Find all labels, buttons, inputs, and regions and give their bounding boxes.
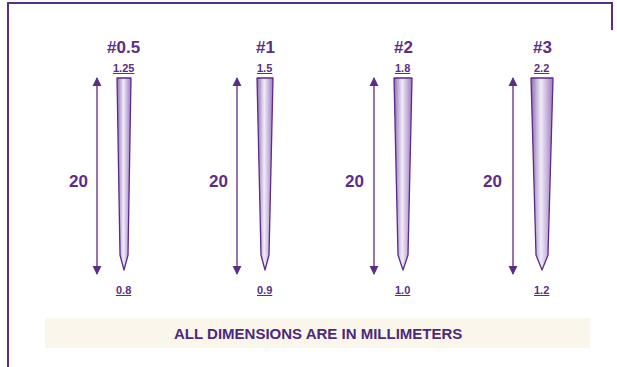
tip-diameter: 1.2	[534, 285, 549, 296]
pin	[257, 78, 273, 270]
caption: ALL DIMENSIONS ARE IN MILLIMETERS	[174, 326, 462, 341]
length-dimension: 20	[209, 173, 228, 190]
top-diameter: 2.2	[534, 63, 549, 74]
tip-diameter: 0.8	[116, 285, 131, 296]
caption-band	[45, 318, 590, 348]
dimension-arrow	[512, 78, 513, 274]
part-name: #1	[256, 39, 275, 56]
top-diameter: 1.5	[257, 63, 272, 74]
dimension-arrow	[236, 78, 237, 274]
length-dimension: 20	[69, 173, 88, 190]
pin	[394, 78, 412, 270]
part-name: #2	[394, 39, 413, 56]
dimension-arrow	[373, 78, 374, 274]
length-dimension: 20	[345, 173, 364, 190]
top-diameter: 1.8	[395, 63, 410, 74]
tip-diameter: 0.9	[257, 285, 272, 296]
frame	[8, 3, 612, 367]
dimension-arrow	[96, 78, 97, 274]
tip-diameter: 1.0	[395, 285, 410, 296]
length-dimension: 20	[483, 173, 502, 190]
top-diameter: 1.25	[113, 63, 134, 74]
part-name: #0.5	[107, 39, 140, 56]
pin	[531, 78, 553, 270]
pin	[117, 78, 131, 270]
part-name: #3	[533, 39, 552, 56]
